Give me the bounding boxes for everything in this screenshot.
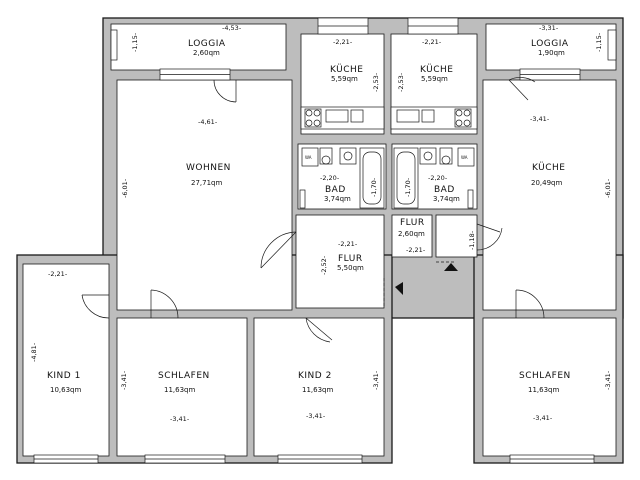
dim-kueche-right-w: -3,41-: [530, 115, 550, 123]
dim-flur-main-h: -2,52-: [320, 255, 328, 275]
label-wohnen: WOHNEN: [186, 163, 231, 173]
room-kind2: [253, 317, 385, 457]
dim-kueche-left-h: -2,53-: [372, 72, 380, 92]
sink-left: [339, 147, 357, 165]
dim-schlafen-left-w: -3,41-: [170, 415, 190, 423]
dim-bad-right-h: -1,70-: [404, 177, 412, 197]
label-flur-main: FLUR: [338, 254, 363, 264]
dim-flur-small-w: -2,21-: [406, 246, 426, 254]
dim-loggia-left-w: -4,53-: [222, 24, 242, 32]
dim-kueche-right-h: -6,01-: [604, 178, 612, 198]
room-flur-right: [435, 214, 478, 258]
area-schlafen-left: 11,63qm: [164, 386, 195, 394]
dim-schlafen-right-w: -3,41-: [533, 414, 553, 422]
area-kueche-mid: 5,59qm: [421, 75, 448, 83]
label-schlafen-right: SCHLAFEN: [519, 371, 571, 381]
area-flur-small: 2,60qm: [398, 230, 425, 238]
room-flur-small: [391, 214, 433, 258]
bathtub-right: [393, 147, 419, 209]
bathroom-fixtures: WA WA: [299, 147, 475, 209]
label-kueche-mid: KÜCHE: [420, 64, 454, 75]
dim-bad-left-h: -1,70-: [370, 177, 378, 197]
label-kind2: KIND 2: [298, 371, 332, 381]
area-kueche-left: 5,59qm: [331, 75, 358, 83]
area-loggia-left: 2,60qm: [193, 49, 220, 57]
dim-kind2-w: -3,41-: [306, 412, 326, 420]
room-schlafen-left: [116, 317, 248, 457]
washer-right: [457, 147, 475, 167]
dim-loggia-left-h: -1,15-: [131, 32, 139, 52]
doors: [81, 77, 545, 343]
dim-kueche-mid-w: -2,21-: [422, 38, 442, 46]
dim-flur-main-w: -2,21-: [338, 240, 358, 248]
area-kind2: 11,63qm: [302, 386, 333, 394]
dim-kueche-mid-h: -2,53-: [397, 72, 405, 92]
label-flur-small: FLUR: [400, 218, 425, 228]
dim-kueche-left-w: -2,21-: [333, 38, 353, 46]
dim-schlafen-right-h: -3,41-: [604, 370, 612, 390]
entrance-arrow-right: [444, 263, 458, 271]
washer-left: [301, 147, 319, 167]
area-kueche-right: 20,49qm: [531, 179, 562, 187]
room-labels: LOGGIA 2,60qm KÜCHE 5,59qm KÜCHE 5,59qm …: [47, 39, 571, 394]
room-schlafen-right: [482, 317, 617, 457]
area-wohnen: 27,71qm: [191, 179, 222, 187]
svg-text:WA: WA: [305, 155, 312, 160]
bathtub-left: [359, 147, 385, 209]
label-kueche-left: KÜCHE: [330, 64, 364, 75]
room-wohnen: [116, 79, 293, 311]
room-kind1: [22, 263, 110, 457]
entrance-arrow-left: [395, 282, 403, 295]
label-bad-left: BAD: [325, 185, 346, 195]
dim-wohnen-w: -4,61-: [198, 118, 218, 126]
label-kueche-right: KÜCHE: [532, 162, 566, 173]
label-schlafen-left: SCHLAFEN: [158, 371, 210, 381]
area-kind1: 10,63qm: [50, 386, 81, 394]
room-kueche-right: [482, 79, 617, 311]
label-bad-right: BAD: [434, 185, 455, 195]
area-flur-main: 5,50qm: [337, 264, 364, 272]
room-flur-main: [295, 214, 385, 309]
dim-flur-small-h: -1,18-: [468, 230, 476, 250]
dim-schlafen-left-h: -3,41-: [120, 370, 128, 390]
dim-bad-left-w: -2,20-: [320, 174, 340, 182]
dim-kind1-h: -4,81-: [30, 342, 38, 362]
dim-kind2-h: -3,41-: [372, 370, 380, 390]
area-loggia-right: 1,90qm: [538, 49, 565, 57]
dim-wohnen-h: -6,01-: [121, 178, 129, 198]
svg-text:WA: WA: [461, 155, 468, 160]
label-loggia-left: LOGGIA: [188, 39, 226, 49]
kitchen-fixtures: [300, 106, 478, 130]
label-loggia-right: LOGGIA: [531, 39, 569, 49]
area-schlafen-right: 11,63qm: [528, 386, 559, 394]
dim-bad-right-w: -2,20-: [428, 174, 448, 182]
dim-loggia-right-w: -3,31-: [539, 24, 559, 32]
area-bad-right: 3,74qm: [433, 195, 460, 203]
label-kind1: KIND 1: [47, 371, 81, 381]
dim-kind1-w: -2,21-: [48, 270, 68, 278]
dim-loggia-right-h: -1,15-: [595, 32, 603, 52]
windows: [33, 17, 617, 464]
dimension-labels: -4,53- -1,15- -2,21- -2,53- -2,21- -2,53…: [30, 24, 612, 423]
room-loggia-left: [110, 23, 287, 71]
sink-right: [419, 147, 437, 165]
entrance-markers: [395, 263, 458, 295]
area-bad-left: 3,74qm: [324, 195, 351, 203]
